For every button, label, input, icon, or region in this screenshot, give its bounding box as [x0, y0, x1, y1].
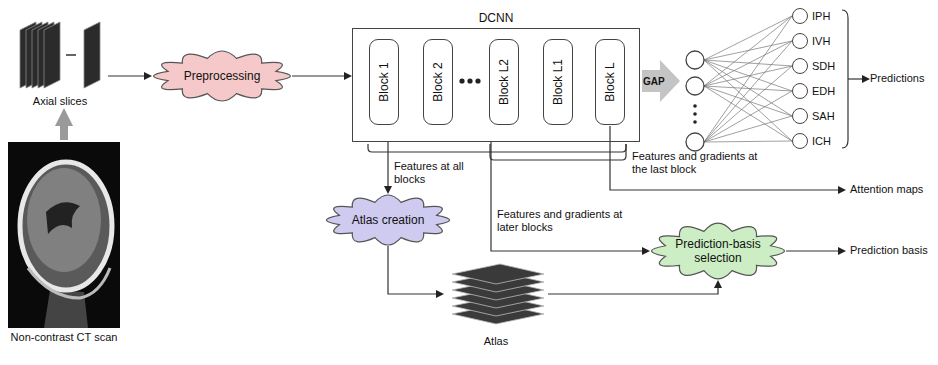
later-blocks-bracket	[490, 144, 626, 160]
block-ellipsis	[459, 78, 480, 83]
class-label: SAH	[812, 109, 835, 123]
network-title: DCNN	[353, 11, 639, 25]
neuron-circle	[792, 8, 808, 24]
output-neuron: IVH	[792, 33, 830, 49]
output-label: Attention maps	[850, 183, 923, 196]
output-label: Prediction basis	[850, 244, 928, 257]
layer-block: Block L2	[489, 39, 519, 125]
atlas-stack	[452, 264, 544, 324]
class-label: EDH	[812, 84, 835, 98]
block-arrow	[60, 126, 68, 140]
layer-block: Block 1	[369, 39, 399, 125]
image-panel: Axial slices	[12, 16, 108, 108]
flow-arrow	[491, 142, 642, 251]
neuron-circle	[792, 58, 808, 74]
image-panel: Non-contrast CT scan	[6, 140, 122, 344]
block-label: Block L	[603, 62, 617, 101]
all-blocks-bracket	[368, 144, 626, 152]
image-caption: Atlas	[484, 334, 508, 348]
basis-arrow	[786, 250, 838, 251]
ellipsis-dash	[66, 54, 76, 56]
flow-arrow	[548, 288, 718, 294]
class-label: ICH	[812, 134, 831, 148]
process-cloud: Atlas creation	[325, 194, 451, 246]
output-bracket	[842, 10, 848, 148]
layer-block: Block 2	[423, 39, 453, 125]
image-caption: Non-contrast CT scan	[11, 330, 118, 344]
flow-arrow	[387, 142, 388, 186]
flow-arrow	[388, 246, 436, 294]
attention-arrow	[610, 126, 838, 190]
process-label: Prediction-basis selection	[668, 237, 769, 265]
output-neuron: ICH	[792, 133, 831, 149]
flow-note: Features and gradients at the last block	[632, 150, 767, 176]
image-caption: Axial slices	[33, 94, 87, 108]
block-label: Block 1	[377, 62, 391, 101]
edge-label: Features and gradients at later blocks	[497, 208, 637, 234]
process-label: Atlas creation	[352, 213, 425, 227]
edge-label: Features at all blocks	[394, 160, 478, 186]
block-label: Block L2	[497, 59, 511, 105]
neuron-circle	[792, 33, 808, 49]
class-label: IPH	[812, 9, 830, 23]
output-neuron: SDH	[792, 58, 835, 74]
output-label: Predictions	[870, 72, 924, 85]
process-cloud: Preprocessing	[152, 50, 292, 102]
hidden-neurons	[686, 51, 704, 151]
output-neuron: SAH	[792, 108, 835, 124]
fully-connected-lines	[704, 16, 792, 142]
process-cloud: Prediction-basis selection	[650, 222, 786, 280]
flow-arrow	[292, 75, 344, 76]
neuron-circle	[792, 133, 808, 149]
cloud-shape	[651, 223, 784, 279]
gap-arrow	[642, 60, 680, 102]
block-label: Block L1	[551, 59, 565, 105]
class-label: IVH	[812, 34, 830, 48]
neuron-circle	[792, 83, 808, 99]
cloud-shape	[326, 195, 449, 245]
layer-block: Block L1	[543, 39, 573, 125]
output-neuron: EDH	[792, 83, 835, 99]
cloud-shape	[154, 51, 291, 101]
image-panel: Atlas	[444, 258, 548, 348]
prediction-arrow	[848, 78, 862, 79]
operation-label: GAP	[643, 75, 665, 88]
output-neuron: IPH	[792, 8, 830, 24]
class-label: SDH	[812, 59, 835, 73]
slice-stack	[20, 22, 100, 88]
block-label: Block 2	[431, 62, 445, 101]
layer-block: Block L	[595, 39, 625, 125]
process-label: Preprocessing	[184, 69, 261, 83]
ct-image	[8, 142, 120, 328]
neuron-circle	[792, 108, 808, 124]
network-box: DCNNBlock 1Block 2Block L2Block L1Block …	[352, 28, 640, 142]
flow-arrow	[108, 75, 144, 76]
